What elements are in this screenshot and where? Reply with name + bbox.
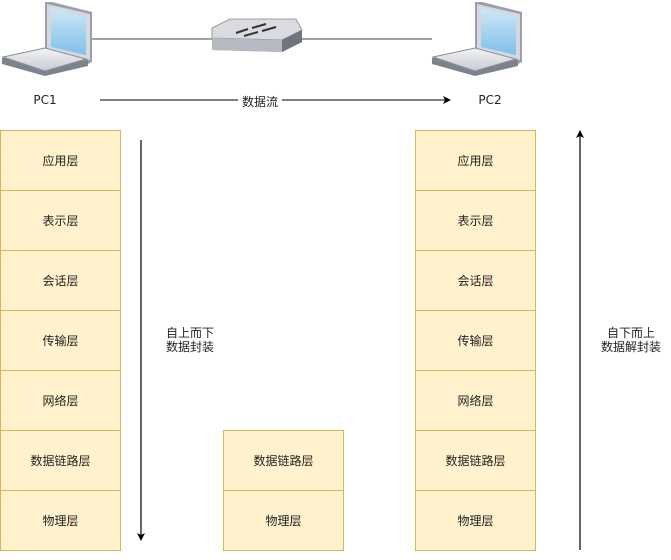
- layer-data-link: 数据链路层: [0, 430, 121, 491]
- layer-transport: 传输层: [0, 310, 121, 371]
- layer-session: 会话层: [0, 250, 121, 311]
- encapsulation-label: 自上而下 数据封装: [150, 326, 230, 354]
- layer-physical: 物理层: [415, 490, 536, 551]
- layer-application: 应用层: [415, 130, 536, 191]
- layer-network: 网络层: [415, 370, 536, 431]
- laptop-icon: [1, 2, 92, 76]
- switch-icon: [211, 18, 303, 52]
- encapsulation-label-line2: 数据封装: [165, 340, 214, 354]
- layer-application: 应用层: [0, 130, 121, 191]
- layer-physical: 物理层: [223, 490, 344, 551]
- layer-physical: 物理层: [0, 490, 121, 551]
- pc1-label: PC1: [33, 93, 57, 107]
- decapsulation-label-line1: 自下而上: [606, 326, 655, 340]
- encapsulation-label-line1: 自上而下: [165, 326, 214, 340]
- laptop-icon: [431, 2, 522, 76]
- layer-presentation: 表示层: [415, 190, 536, 251]
- decapsulation-label-line2: 数据解封装: [600, 340, 661, 354]
- data-flow-label: 数据流: [238, 95, 282, 109]
- layer-network: 网络层: [0, 370, 121, 431]
- pc2-label: PC2: [478, 93, 502, 107]
- layer-presentation: 表示层: [0, 190, 121, 251]
- layer-transport: 传输层: [415, 310, 536, 371]
- layer-data-link: 数据链路层: [223, 430, 344, 491]
- decapsulation-label: 自下而上 数据解封装: [592, 326, 670, 354]
- layer-data-link: 数据链路层: [415, 430, 536, 491]
- layer-session: 会话层: [415, 250, 536, 311]
